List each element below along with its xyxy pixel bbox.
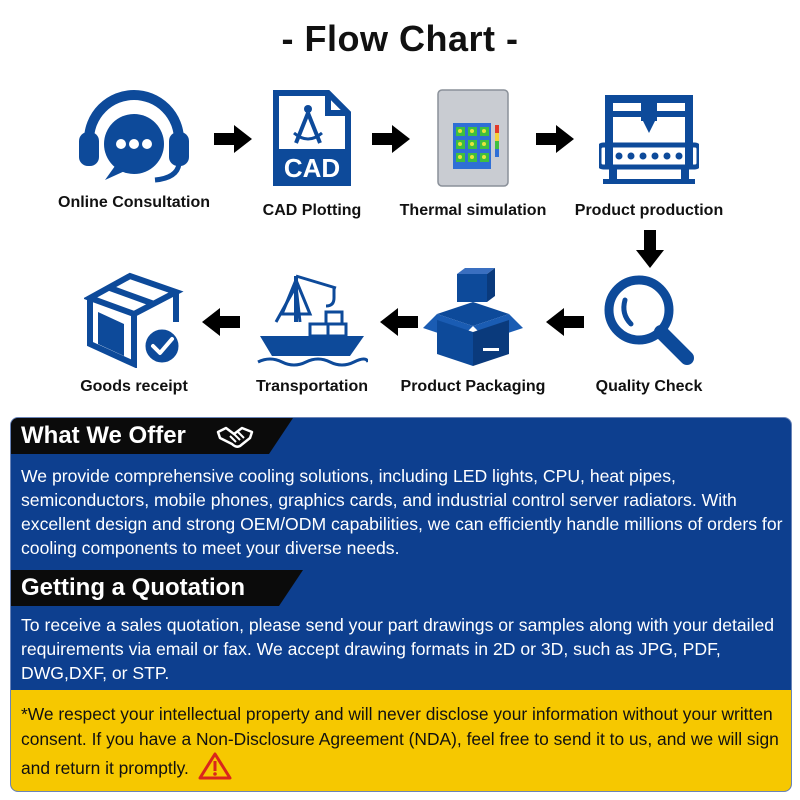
- quote-heading: Getting a Quotation: [11, 570, 303, 606]
- nda-notice: *We respect your intellectual property a…: [11, 690, 791, 791]
- step-quality-check: Quality Check: [564, 268, 734, 396]
- step-thermal-simulation: Thermal simulation: [388, 88, 558, 220]
- arrow-down-icon: [636, 230, 664, 273]
- open-box-icon: [413, 268, 533, 368]
- step-transportation: Transportation: [227, 268, 397, 396]
- quote-body: To receive a sales quotation, please sen…: [21, 615, 775, 683]
- step-product-production: Product production: [564, 88, 734, 220]
- step-label: Transportation: [255, 378, 368, 395]
- step-product-packaging: Product Packaging: [388, 268, 558, 396]
- step-online-consultation: Online Consultation: [49, 88, 219, 212]
- step-label: CAD Plotting: [262, 202, 362, 219]
- arrow-right-icon: [214, 125, 252, 158]
- headset-chat-icon: [74, 88, 194, 188]
- step-label: Product Packaging: [400, 378, 546, 395]
- arrow-right-icon: [372, 125, 410, 158]
- arrow-left-icon: [546, 308, 584, 341]
- notice-text: *We respect your intellectual property a…: [21, 704, 779, 779]
- thermal-simulation-image: [413, 88, 533, 188]
- step-label: Online Consultation: [58, 194, 210, 211]
- warning-icon: [198, 752, 232, 787]
- step-goods-receipt: Goods receipt: [49, 268, 219, 396]
- step-cad-plotting: CAD CAD Plotting: [227, 88, 397, 220]
- cad-file-icon: CAD: [252, 88, 372, 188]
- handshake-icon: [216, 422, 254, 461]
- box-check-icon: [74, 268, 194, 368]
- svg-text:CAD: CAD: [284, 153, 340, 183]
- offer-heading: What We Offer: [21, 422, 186, 449]
- offer-body: We provide comprehensive cooling solutio…: [21, 466, 783, 558]
- magnifier-icon: [589, 268, 709, 368]
- arrow-left-icon: [202, 308, 240, 341]
- step-label: Thermal simulation: [399, 202, 547, 219]
- step-label: Product production: [574, 202, 724, 219]
- production-machine-icon: [589, 88, 709, 188]
- arrow-left-icon: [380, 308, 418, 341]
- info-panel: What We Offer We provide comprehensive c…: [10, 417, 792, 792]
- offer-header: What We Offer: [11, 418, 293, 454]
- arrow-right-icon: [536, 125, 574, 158]
- cargo-ship-icon: [252, 268, 372, 368]
- nda-notice-text: *We respect your intellectual property a…: [21, 702, 786, 787]
- step-label: Goods receipt: [80, 378, 188, 395]
- step-label: Quality Check: [595, 378, 703, 395]
- page-title: - Flow Chart -: [281, 18, 519, 59]
